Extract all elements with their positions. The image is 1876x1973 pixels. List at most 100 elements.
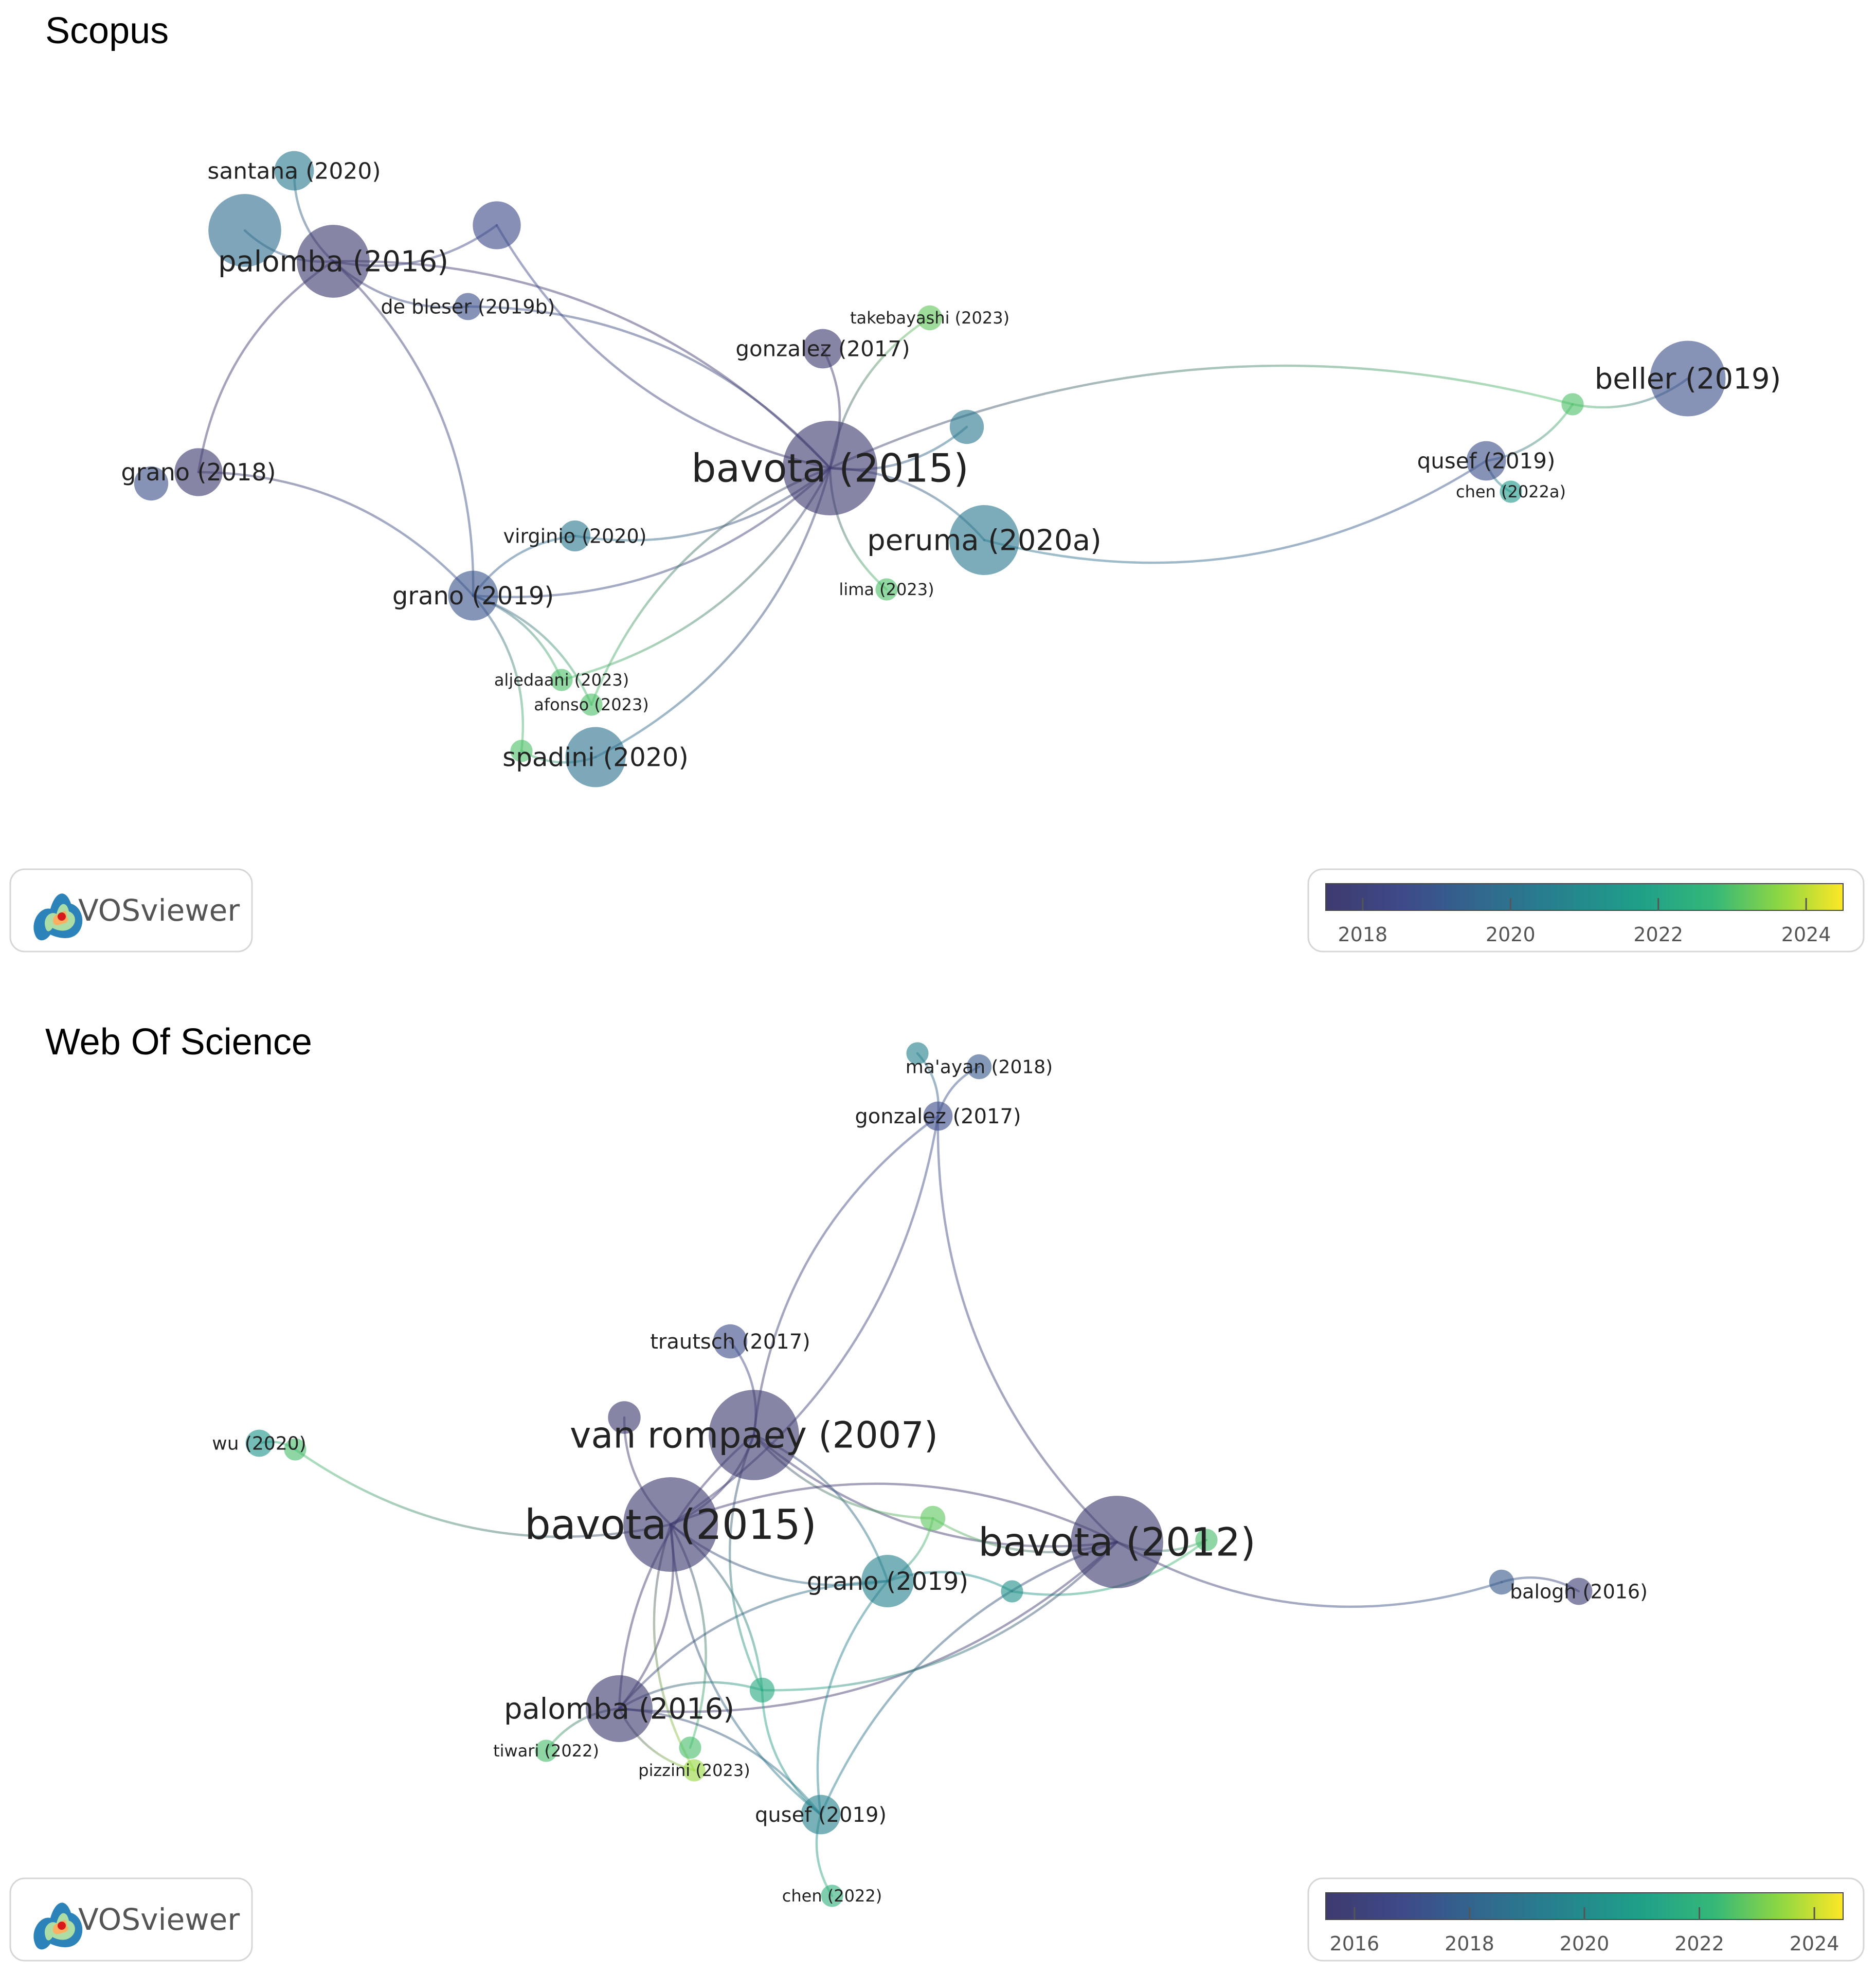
node-label: bavota (2015) [691, 445, 969, 491]
citation-link [294, 1448, 672, 1538]
publication-node[interactable] [1001, 1580, 1023, 1603]
colorbar-tick-label: 2020 [1486, 923, 1536, 946]
node-label: santana (2020) [207, 158, 381, 184]
publication-node[interactable] [623, 1477, 718, 1572]
publication-node[interactable] [448, 570, 498, 621]
node-label: bavota (2012) [978, 1519, 1256, 1565]
publication-node[interactable] [274, 151, 314, 191]
node-label: chen (2022a) [1456, 482, 1566, 501]
citation-link [669, 1523, 822, 1816]
citation-link [332, 260, 475, 597]
publication-node[interactable] [473, 201, 521, 249]
colorbar-scale [1325, 883, 1844, 911]
publication-node[interactable] [565, 727, 626, 787]
citation-link [819, 1540, 1119, 1816]
publication-node[interactable] [208, 194, 281, 267]
citation-link [560, 467, 832, 681]
publication-node[interactable] [1650, 340, 1726, 417]
scopus-labels: santana (2020) palomba (2016) de bleser (2… [121, 158, 1781, 772]
node-label: gonzalez (2017) [735, 336, 910, 362]
publication-node[interactable] [923, 1101, 953, 1131]
node-label: de bleser (2019b) [381, 295, 555, 318]
node-label: grano (2019) [392, 582, 554, 611]
publication-node[interactable] [284, 1438, 306, 1461]
vosviewer-logo-text: VOSviewer [78, 1902, 240, 1937]
node-label: qusef (2019) [1417, 449, 1556, 474]
publication-node[interactable] [1466, 441, 1506, 481]
citation-link [618, 1540, 1119, 1713]
publication-node[interactable] [550, 669, 573, 691]
publication-node[interactable] [801, 1795, 841, 1835]
node-label: palomba (2016) [504, 1693, 734, 1726]
publication-node[interactable] [713, 1324, 748, 1359]
vosviewer-logo-scopus[interactable]: VOSviewer [9, 868, 253, 953]
publication-node[interactable] [749, 1677, 775, 1703]
citation-link [618, 1580, 889, 1710]
publication-node[interactable] [1500, 480, 1522, 503]
node-label: aljedaani (2023) [494, 670, 629, 690]
node-label: takebayashi (2023) [850, 308, 1009, 328]
citation-link [197, 471, 475, 597]
publication-node[interactable] [134, 466, 169, 501]
citation-link [816, 1580, 889, 1816]
wos-labels: ma'ayan (2018)gonzalez (2017)trautsch (2… [212, 1057, 1648, 1906]
publication-node[interactable] [608, 1401, 641, 1434]
publication-node[interactable] [679, 1736, 701, 1759]
publication-node[interactable] [917, 305, 943, 331]
citation-link [466, 305, 832, 470]
publication-node[interactable] [966, 1054, 992, 1080]
publication-node[interactable] [875, 578, 898, 601]
publication-node[interactable] [709, 1390, 799, 1480]
citation-link [197, 260, 335, 474]
colorbar-tick-label: 2018 [1338, 923, 1387, 946]
citation-link [761, 1689, 822, 1816]
publication-node[interactable] [585, 1675, 653, 1743]
publication-node[interactable] [949, 505, 1019, 575]
citation-link [669, 1482, 1119, 1544]
publication-node[interactable] [580, 693, 603, 716]
publication-node[interactable] [535, 1739, 557, 1762]
node-label: balogh (2016) [1510, 1580, 1648, 1603]
publication-node[interactable] [454, 293, 482, 320]
node-label: grano (2018) [121, 458, 276, 486]
publication-node[interactable] [1071, 1496, 1163, 1588]
node-label: chen (2022) [782, 1886, 882, 1906]
publication-node[interactable] [559, 520, 591, 552]
publication-node[interactable] [861, 1555, 914, 1607]
publication-node[interactable] [920, 1505, 946, 1531]
vosviewer-logo-text: VOSviewer [78, 893, 240, 928]
node-label: palomba (2016) [218, 245, 448, 279]
citation-link [495, 224, 832, 470]
publication-node[interactable] [510, 740, 533, 762]
publication-node[interactable] [821, 1885, 843, 1907]
publication-node[interactable] [297, 225, 370, 298]
colorbar-tick-label: 2022 [1674, 1932, 1724, 1955]
publication-node[interactable] [1195, 1529, 1218, 1551]
publication-node[interactable] [1561, 393, 1584, 416]
publication-node[interactable] [245, 1429, 273, 1457]
citation-link [983, 459, 1488, 564]
publication-node[interactable] [1565, 1577, 1593, 1605]
publication-node[interactable] [783, 421, 877, 515]
citation-link [472, 467, 832, 598]
citation-link [761, 1540, 1119, 1692]
vosviewer-logo-icon [33, 1903, 83, 1950]
publication-node[interactable] [683, 1759, 706, 1782]
node-label: grano (2019) [807, 1567, 968, 1596]
publication-node[interactable] [174, 448, 223, 496]
node-label: van rompaey (2007) [570, 1414, 938, 1457]
publication-node[interactable] [906, 1042, 929, 1065]
scopus-nodes [134, 151, 1726, 787]
wos-nodes [245, 1042, 1593, 1907]
publication-node[interactable] [1489, 1569, 1514, 1595]
publication-node[interactable] [949, 409, 984, 444]
citation-link [590, 467, 832, 706]
panel-title-wos: Web Of Science [45, 1021, 312, 1063]
vosviewer-logo-wos[interactable]: VOSviewer [9, 1877, 253, 1962]
publication-node[interactable] [803, 329, 843, 369]
node-label: gonzalez (2017) [855, 1105, 1021, 1128]
node-label: lima (2023) [839, 580, 934, 599]
